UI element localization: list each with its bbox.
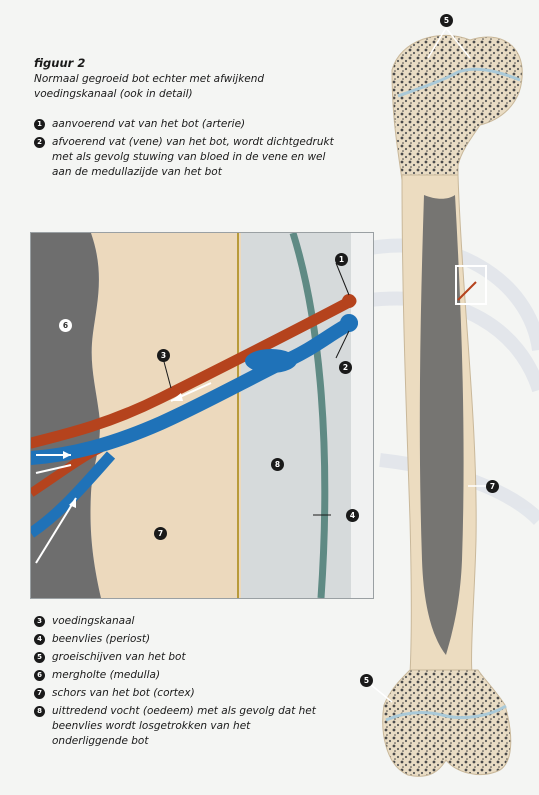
- callout-2: 2: [339, 361, 352, 374]
- callout-3: 3: [157, 349, 170, 362]
- legend-badge: 7: [34, 688, 45, 699]
- callout-8: 8: [271, 458, 284, 471]
- legend-badge: 1: [34, 119, 45, 130]
- figure-title: figuur 2: [34, 56, 85, 70]
- legend-item-3: 3 voedingskanaal: [34, 614, 354, 629]
- legend-badge: 6: [34, 670, 45, 681]
- legend-item-2: 2 afvoerend vat (vene) van het bot, word…: [34, 135, 334, 180]
- legend-item-6: 6 merghol­te (medulla): [34, 668, 354, 683]
- medulla-area: [31, 233, 101, 598]
- vein-bulge: [245, 349, 297, 373]
- legend-item-5: 5 groeischijven van het bot: [34, 650, 354, 665]
- legend-text: groeischijven van het bot: [52, 650, 354, 665]
- legend-badge: 4: [34, 634, 45, 645]
- callout-4: 4: [346, 509, 359, 522]
- figure-subtitle: Normaal gegroeid bot echter met afwijken…: [34, 72, 334, 102]
- bone-callout-5-top: 5: [440, 14, 453, 27]
- legend-item-1: 1 aanvoerend vat van het bot (arterie): [34, 117, 354, 132]
- legend-text: schors van het bot (cortex): [52, 686, 354, 701]
- callout-7: 7: [154, 527, 167, 540]
- detail-illustration: [31, 233, 373, 598]
- bone-callout-7: 7: [486, 480, 499, 493]
- bone-callout-5-bottom: 5: [360, 674, 373, 687]
- legend-item-4: 4 beenvlies (periost): [34, 632, 354, 647]
- legend-text: aanvoerend vat van het bot (arterie): [52, 117, 354, 132]
- legend-text: merghol­te (medulla): [52, 668, 354, 683]
- callout-6: 6: [59, 319, 72, 332]
- legend-badge: 3: [34, 616, 45, 627]
- femur: [370, 28, 522, 776]
- legend-item-8: 8 uittredend vocht (oedeem) met als gevo…: [34, 704, 324, 749]
- legend-text: afvoerend vat (vene) van het bot, wordt …: [52, 135, 334, 180]
- callout-1: 1: [335, 253, 348, 266]
- legend-text: beenvlies (periost): [52, 632, 354, 647]
- detail-inset: 1 2 3 4 6 7 8: [30, 232, 374, 599]
- legend-text: voedingskanaal: [52, 614, 354, 629]
- legend-badge: 5: [34, 652, 45, 663]
- legend-badge: 2: [34, 137, 45, 148]
- legend-badge: 8: [34, 706, 45, 717]
- legend-text: uittredend vocht (oedeem) met als gevolg…: [52, 704, 324, 749]
- legend-item-7: 7 schors van het bot (cortex): [34, 686, 354, 701]
